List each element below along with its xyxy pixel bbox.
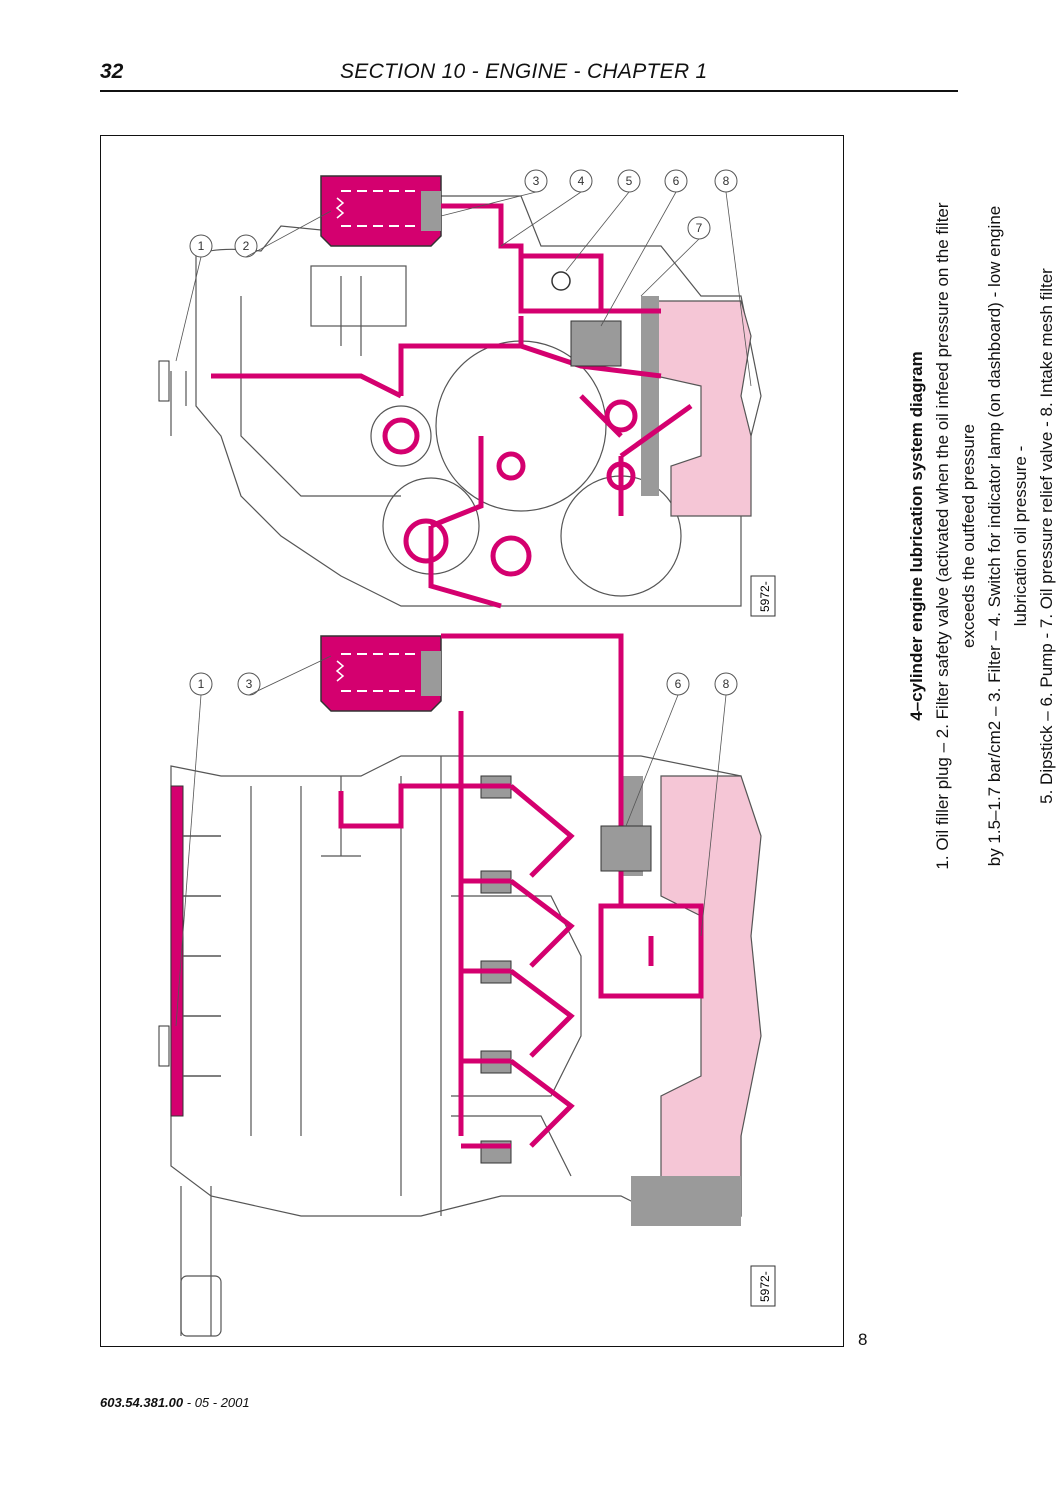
caption-line-3: 5. Dipstick – 6. Pump - 7. Oil pressure … [1037,268,1056,804]
page-number: 32 [100,60,124,83]
bottom-drawing-code: 5972- [750,1265,776,1307]
top-oil-passage-rings [382,399,638,577]
section-title: SECTION 10 - ENGINE - CHAPTER 1 [340,60,708,83]
top-callout-4: 4 [578,174,585,188]
top-dipstick [551,271,571,291]
top-oil-filter [320,175,442,247]
top-callout-2: 2 [243,239,250,253]
caption-line-2: by 1.5–1.7 bar/cm2 – 3. Filter – 4. Swit… [985,205,1030,867]
top-drawing-code: 5972- [750,575,776,617]
caption-line-1: 1. Oil filler plug – 2. Filter safety va… [933,202,978,870]
top-callout-1: 1 [198,239,205,253]
bottom-sump [621,775,762,1226]
top-callout-7: 7 [696,221,703,235]
caption-title: 4–cylinder engine lubrication system dia… [907,351,926,721]
top-callout-5: 5 [626,174,633,188]
bottom-oil-filter [320,635,442,712]
top-callout-6: 6 [673,174,680,188]
top-sump [641,296,752,517]
bottom-oil-pump [600,825,652,872]
bottom-leader-lines [175,655,727,1027]
top-callout-8: 8 [723,174,730,188]
bottom-callout-3: 3 [246,677,253,691]
bottom-rocker-shaft [170,785,221,1117]
figure-number: 8 [858,1330,868,1349]
top-callout-3: 3 [533,174,540,188]
top-cross-section [170,195,762,607]
header-rule [100,90,958,92]
top-oil-filler-plug [158,360,170,402]
bottom-oil-passages [338,633,704,1149]
top-oil-pump [570,320,622,367]
bottom-callout-8: 8 [723,677,730,691]
bottom-callout-1: 1 [198,677,205,691]
bottom-drawing-code-text: 5972- [758,1271,772,1302]
top-leader-lines [175,191,752,387]
part-number: 603.54.381.00 [100,1395,184,1410]
bottom-callout-6: 6 [675,677,682,691]
bottom-oil-filler-plug [158,1025,170,1067]
footer-date: - 05 - 2001 [183,1395,250,1410]
lubrication-diagram: 1 2 3 4 5 6 7 8 5972- [158,169,776,1337]
top-drawing-code-text: 5972- [758,581,772,612]
top-callouts: 1 2 3 4 5 6 7 8 [189,169,738,258]
footer: 603.54.381.00 - 05 - 2001 [100,1395,250,1410]
top-oil-passages [211,203,693,609]
diagram-frame: 1 2 3 4 5 6 7 8 5972- [100,135,844,1347]
bottom-longitudinal-section [170,755,742,1337]
